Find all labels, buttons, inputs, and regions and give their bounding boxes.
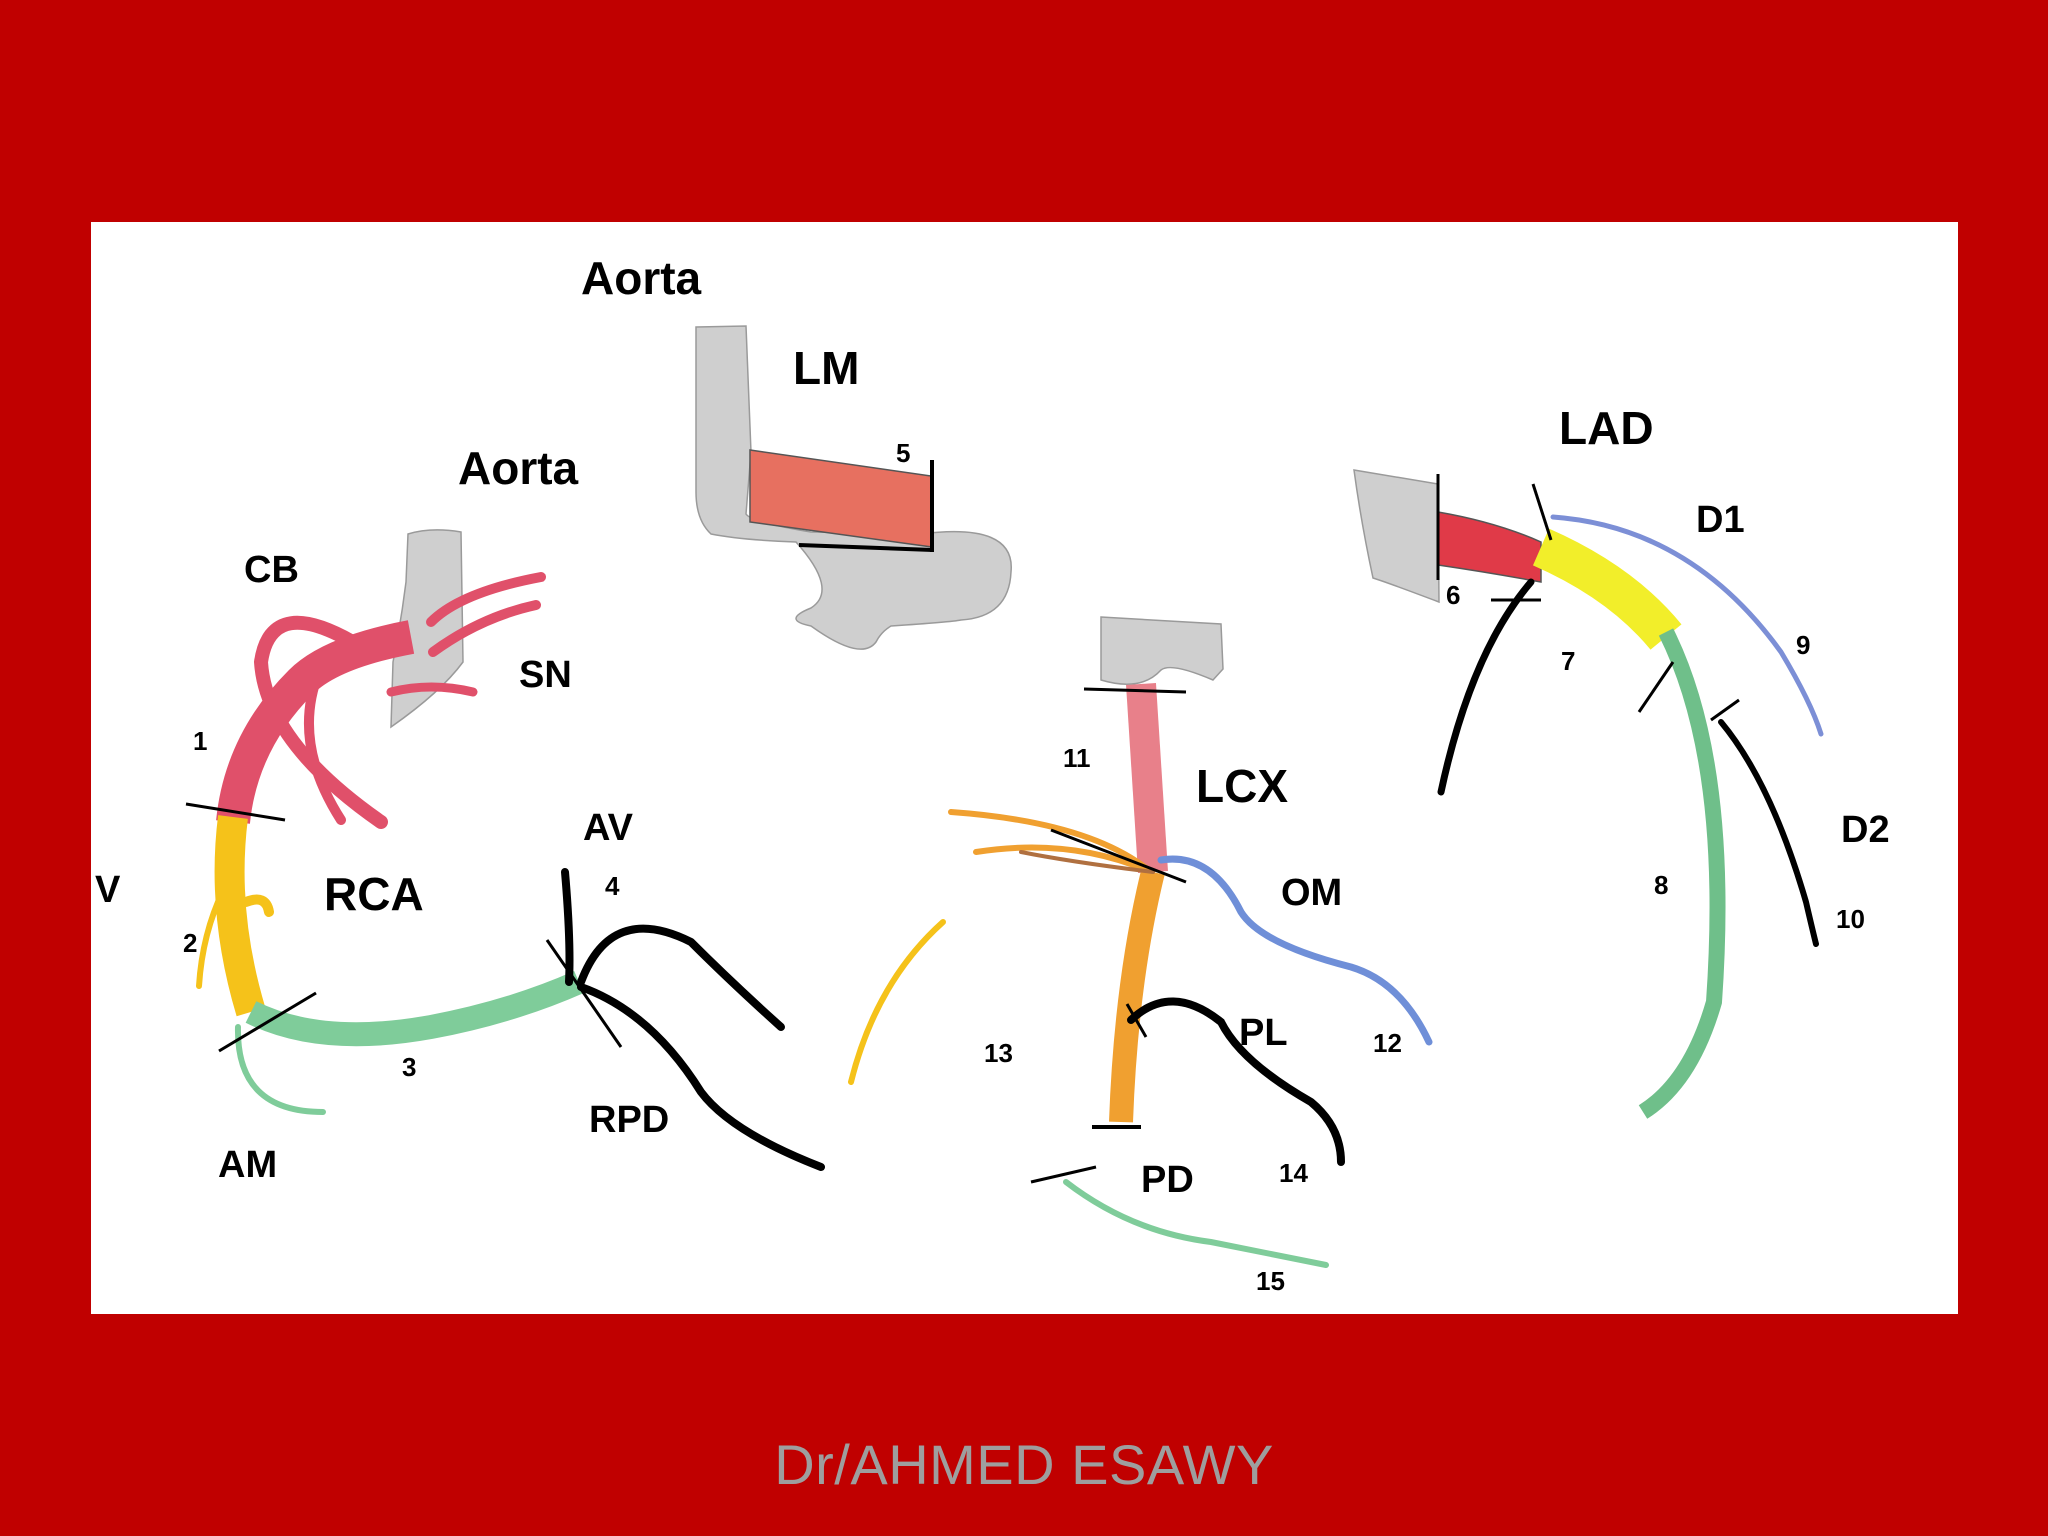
- lcx-group: [848, 616, 1433, 1268]
- rca-marker-3: [545, 939, 623, 1048]
- septal-branch: [1437, 578, 1535, 796]
- label-rpd: RPD: [589, 1099, 669, 1141]
- label-aorta-rca: Aorta: [458, 442, 579, 494]
- v-branch: [196, 867, 237, 989]
- lcx-marker-5: [1030, 1165, 1097, 1184]
- left-main-group: [695, 325, 1012, 650]
- author-footer: Dr/AHMED ESAWY: [774, 1433, 1274, 1496]
- lcx-marker-3: [1125, 1003, 1148, 1038]
- lad-marker-5: [1710, 698, 1740, 722]
- lad-segment-8: [1638, 628, 1726, 1119]
- lcx-aorta-shape: [1100, 616, 1224, 685]
- cb-branch-2: [304, 667, 346, 825]
- label-d2: D2: [1841, 809, 1890, 851]
- label-seg5: 5: [896, 438, 910, 468]
- rca-segment-1: [216, 620, 415, 824]
- label-av: AV: [583, 807, 634, 849]
- diagram-canvas: Aorta LM 5 Aorta CB SN 1 V 2 RCA AV 4 3 …: [95, 252, 1890, 1296]
- label-rca: RCA: [324, 868, 424, 920]
- sn-branch-2: [428, 600, 541, 657]
- label-seg7: 7: [1561, 646, 1575, 676]
- label-seg13: 13: [984, 1038, 1013, 1068]
- label-seg3: 3: [402, 1052, 416, 1082]
- rpd-branch: [577, 983, 825, 1171]
- rca-small-bump: [241, 894, 274, 917]
- label-seg11: 11: [1063, 743, 1091, 773]
- label-seg14: 14: [1279, 1158, 1308, 1188]
- lcx-lateral-branch-3: [1019, 850, 1155, 874]
- rca-aorta-shape: [390, 529, 464, 729]
- lm-ostium-marker: [798, 543, 934, 552]
- lad-marker-4: [1637, 661, 1675, 713]
- lcx-marker-2: [1050, 828, 1187, 884]
- lad-group: [1353, 469, 1824, 1119]
- d2-branch: [1718, 719, 1819, 947]
- label-seg8: 8: [1654, 870, 1668, 900]
- pl-branch: [1127, 997, 1345, 1166]
- label-seg12: 12: [1373, 1028, 1402, 1058]
- label-lcx: LCX: [1196, 760, 1288, 812]
- label-pd: PD: [1141, 1159, 1194, 1201]
- am-branch: [234, 1024, 326, 1115]
- sn-branch: [426, 572, 546, 627]
- rca-marker-1: [185, 802, 286, 822]
- lcx-segment-13: [1109, 869, 1165, 1123]
- rca-group: [185, 529, 825, 1171]
- lcx-lateral-branch-2: [973, 844, 1154, 875]
- label-lad: LAD: [1559, 402, 1654, 454]
- d1-branch: [1550, 514, 1824, 737]
- coronary-segments-diagram: Aorta LM 5 Aorta CB SN 1 V 2 RCA AV 4 3 …: [91, 222, 1958, 1314]
- label-sn: SN: [519, 654, 572, 696]
- label-seg1: 1: [193, 726, 207, 756]
- label-seg15: 15: [1256, 1266, 1285, 1296]
- lad-aorta-shape: [1353, 469, 1440, 604]
- rca-marker-2: [218, 991, 317, 1053]
- label-aorta-top: Aorta: [581, 252, 702, 304]
- label-lm: LM: [793, 342, 859, 394]
- rca-segment-2: [214, 815, 266, 1017]
- pd-branch: [1063, 1179, 1329, 1268]
- label-seg10: 10: [1836, 904, 1865, 934]
- lcx-lateral-branch: [948, 809, 1154, 875]
- sn-branch-3: [386, 682, 478, 697]
- label-seg9: 9: [1796, 630, 1810, 660]
- label-d1: D1: [1696, 499, 1745, 541]
- diagram-labels: Aorta LM 5 Aorta CB SN 1 V 2 RCA AV 4 3 …: [95, 252, 1890, 1296]
- lcx-marker-1: [1083, 687, 1187, 694]
- lad-segment-6: [1437, 511, 1542, 583]
- label-seg2: 2: [183, 928, 197, 958]
- label-om: OM: [1281, 872, 1342, 914]
- label-v: V: [95, 869, 121, 911]
- label-pl: PL: [1239, 1012, 1288, 1054]
- label-seg6: 6: [1446, 580, 1460, 610]
- label-seg4: 4: [605, 871, 620, 901]
- label-am: AM: [218, 1144, 277, 1186]
- lad-segment-7: [1532, 528, 1682, 650]
- av-branch-2: [577, 924, 785, 1031]
- lcx-segment-11: [1126, 683, 1168, 873]
- lcx-atrial-branch: [848, 919, 946, 1085]
- label-cb: CB: [244, 549, 299, 591]
- om-branch: [1157, 855, 1433, 1046]
- lad-marker-2: [1531, 483, 1553, 541]
- rca-segment-3: [245, 971, 584, 1047]
